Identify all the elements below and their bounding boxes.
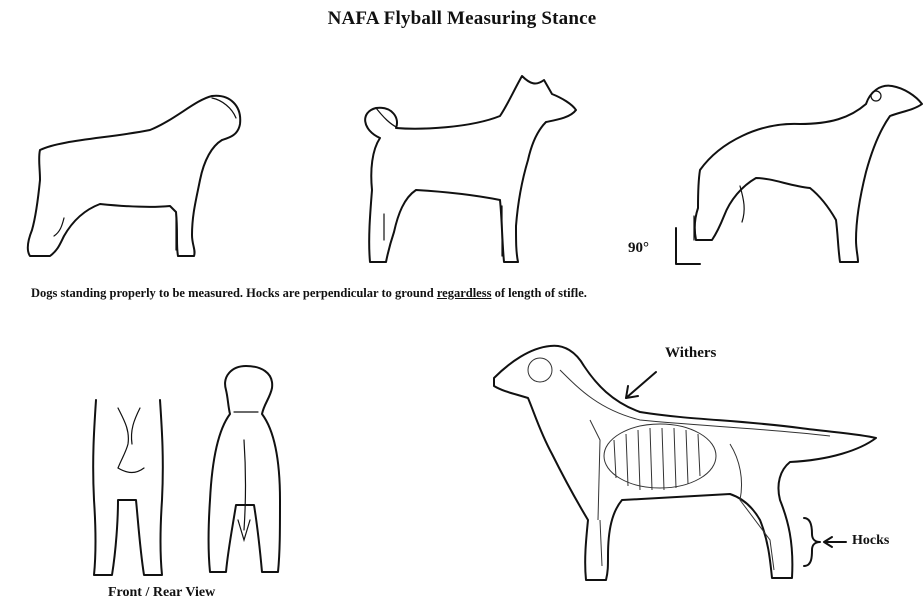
hocks-bracket bbox=[804, 518, 820, 566]
dog-spitz-illustration bbox=[365, 76, 576, 262]
caption-underlined-word: regardless bbox=[437, 286, 492, 300]
withers-arrow bbox=[626, 372, 656, 398]
angle-label: 90° bbox=[628, 240, 649, 257]
right-angle-marker bbox=[676, 228, 700, 264]
front-view-illustration bbox=[93, 400, 163, 575]
caption-text-after: of length of stifle. bbox=[491, 286, 586, 300]
dog-sighthound-illustration bbox=[694, 86, 922, 262]
dog-terrier-illustration bbox=[28, 96, 240, 256]
front-rear-view-label: Front / Rear View bbox=[108, 585, 215, 601]
hocks-label: Hocks bbox=[852, 533, 889, 549]
rear-view-illustration bbox=[209, 366, 281, 572]
stance-caption: Dogs standing properly to be measured. H… bbox=[31, 286, 911, 301]
withers-label: Withers bbox=[665, 345, 716, 362]
caption-text-before: Dogs standing properly to be measured. H… bbox=[31, 286, 437, 300]
hocks-arrow bbox=[824, 537, 846, 547]
dog-skeleton-illustration bbox=[494, 346, 876, 580]
